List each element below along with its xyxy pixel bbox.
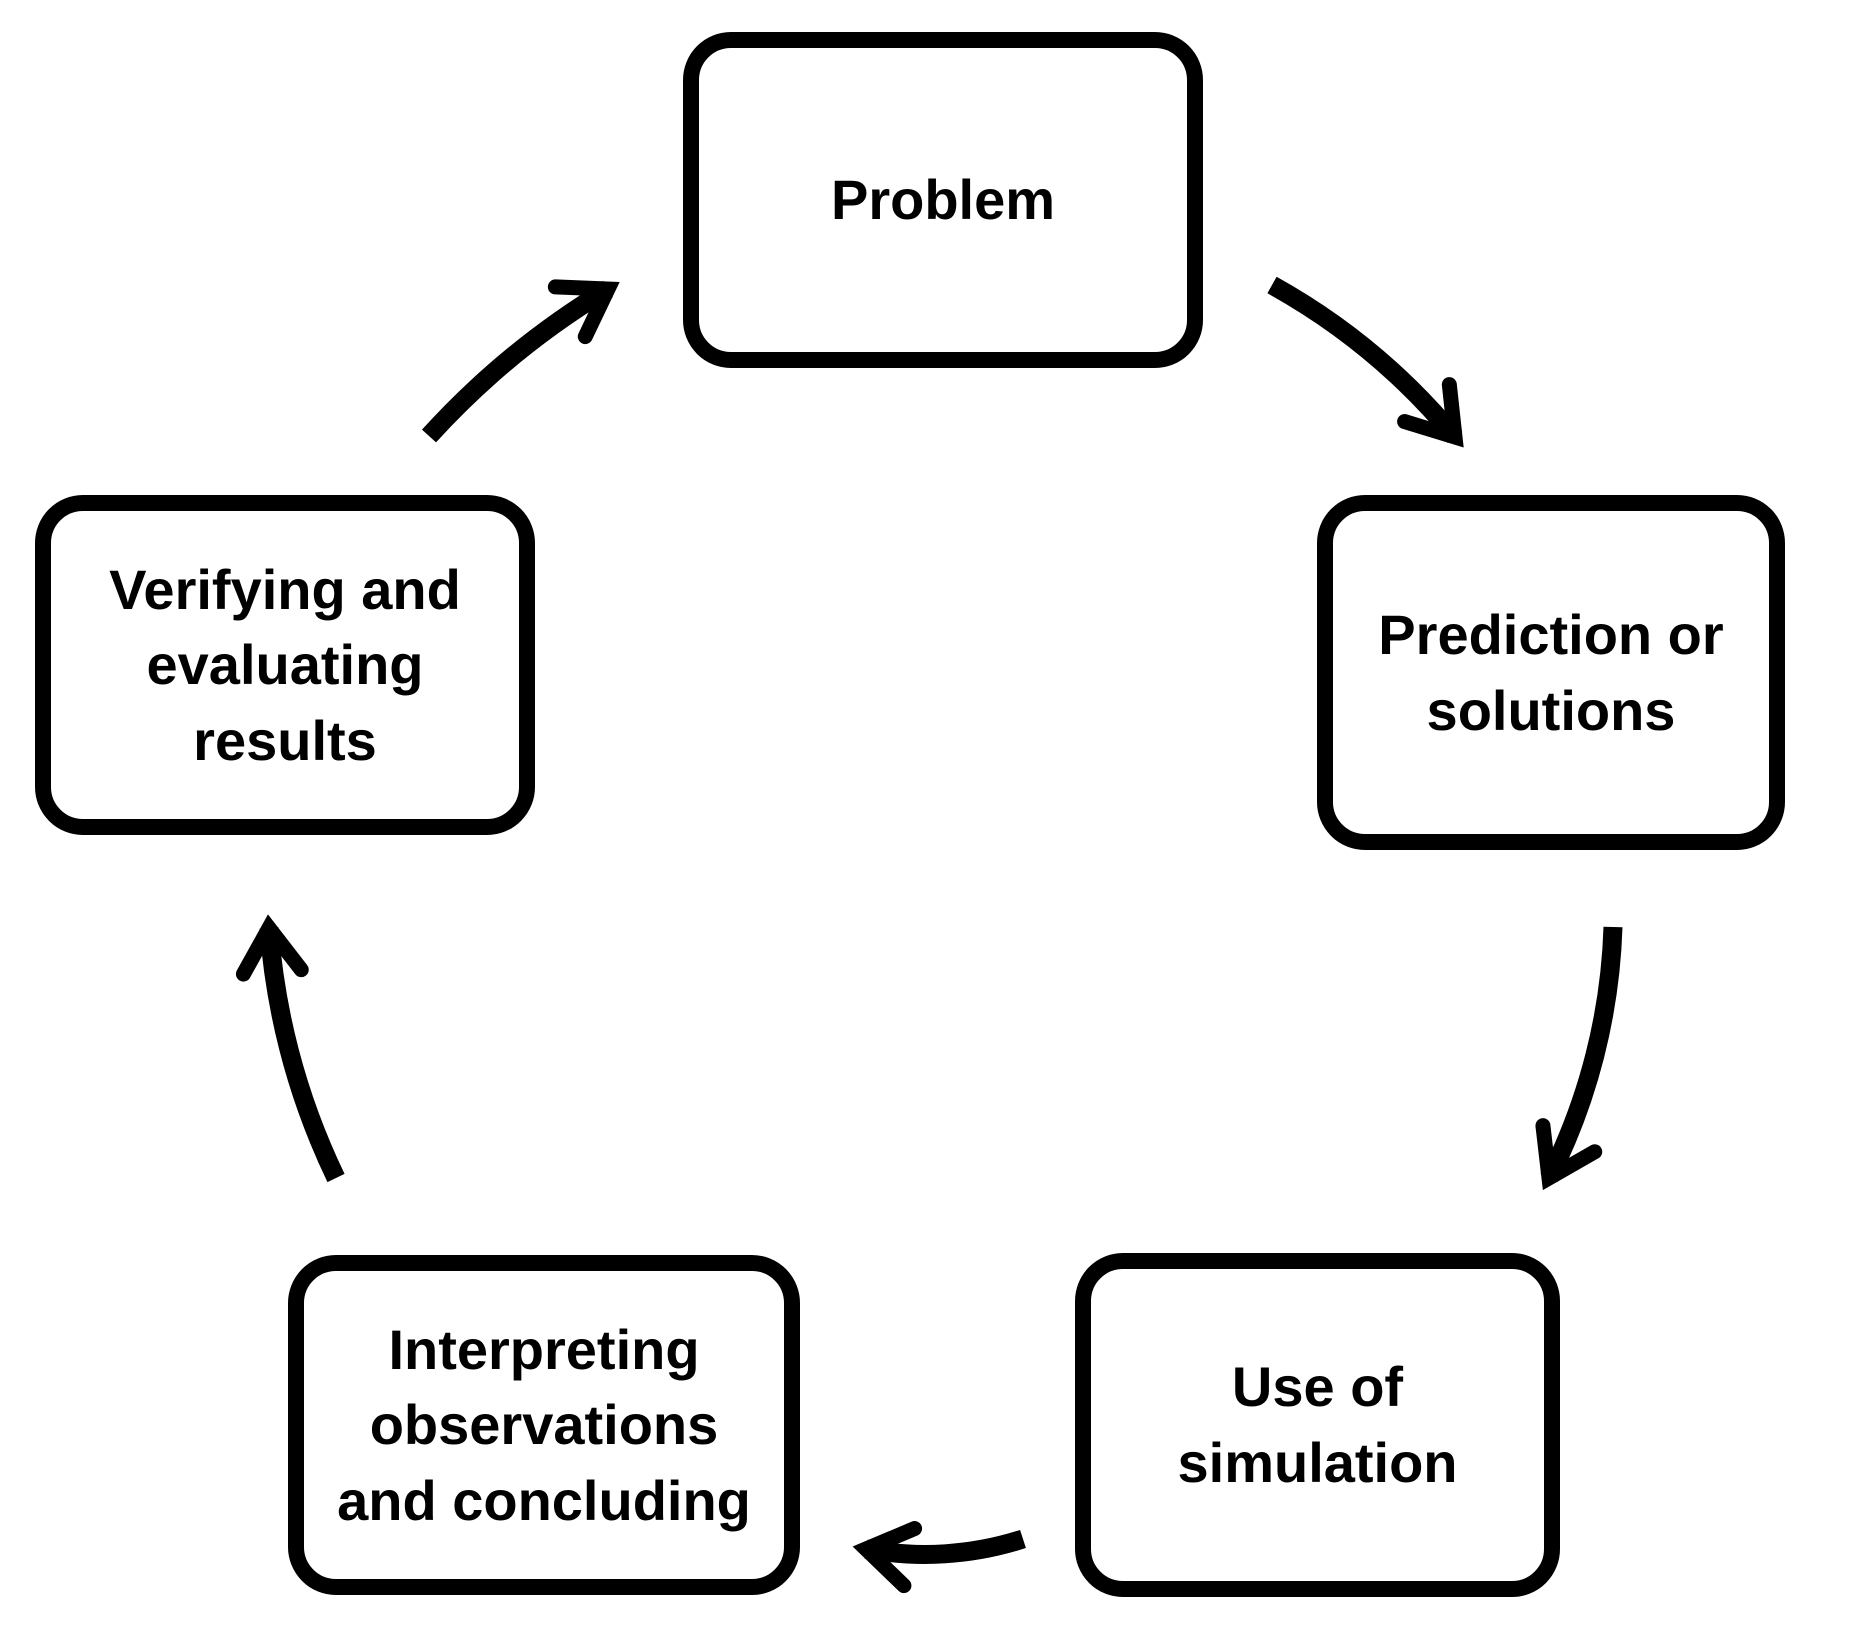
node-interpreting: Interpreting observations and concluding xyxy=(288,1255,800,1595)
node-label-line: observations xyxy=(369,1393,719,1457)
node-verifying: Verifying and evaluating results xyxy=(35,495,535,835)
arrow-interpreting-to-verifying xyxy=(235,914,345,1183)
node-prediction: Prediction or solutions xyxy=(1317,495,1785,850)
node-label-line: results xyxy=(193,708,377,772)
node-label-line: Verifying and xyxy=(109,557,461,621)
node-simulation: Use of simulation xyxy=(1075,1253,1560,1597)
arrow-simulation-to-interpreting xyxy=(852,1521,1026,1594)
arrow-verifying-to-problem xyxy=(421,279,620,443)
arrow-prediction-to-simulation xyxy=(1535,926,1623,1191)
node-label-line: Prediction or xyxy=(1378,602,1724,666)
arrow-problem-to-prediction xyxy=(1267,276,1464,448)
node-problem: Problem xyxy=(683,32,1203,368)
node-label-line: evaluating xyxy=(146,633,424,697)
node-label-line: simulation xyxy=(1177,1431,1458,1494)
node-label-line: Interpreting xyxy=(388,1317,700,1381)
node-label-line: Use of xyxy=(1231,1355,1404,1419)
node-label-line: solutions xyxy=(1426,678,1676,742)
node-label-line: and concluding xyxy=(337,1468,751,1532)
node-label-line: Problem xyxy=(830,168,1056,232)
